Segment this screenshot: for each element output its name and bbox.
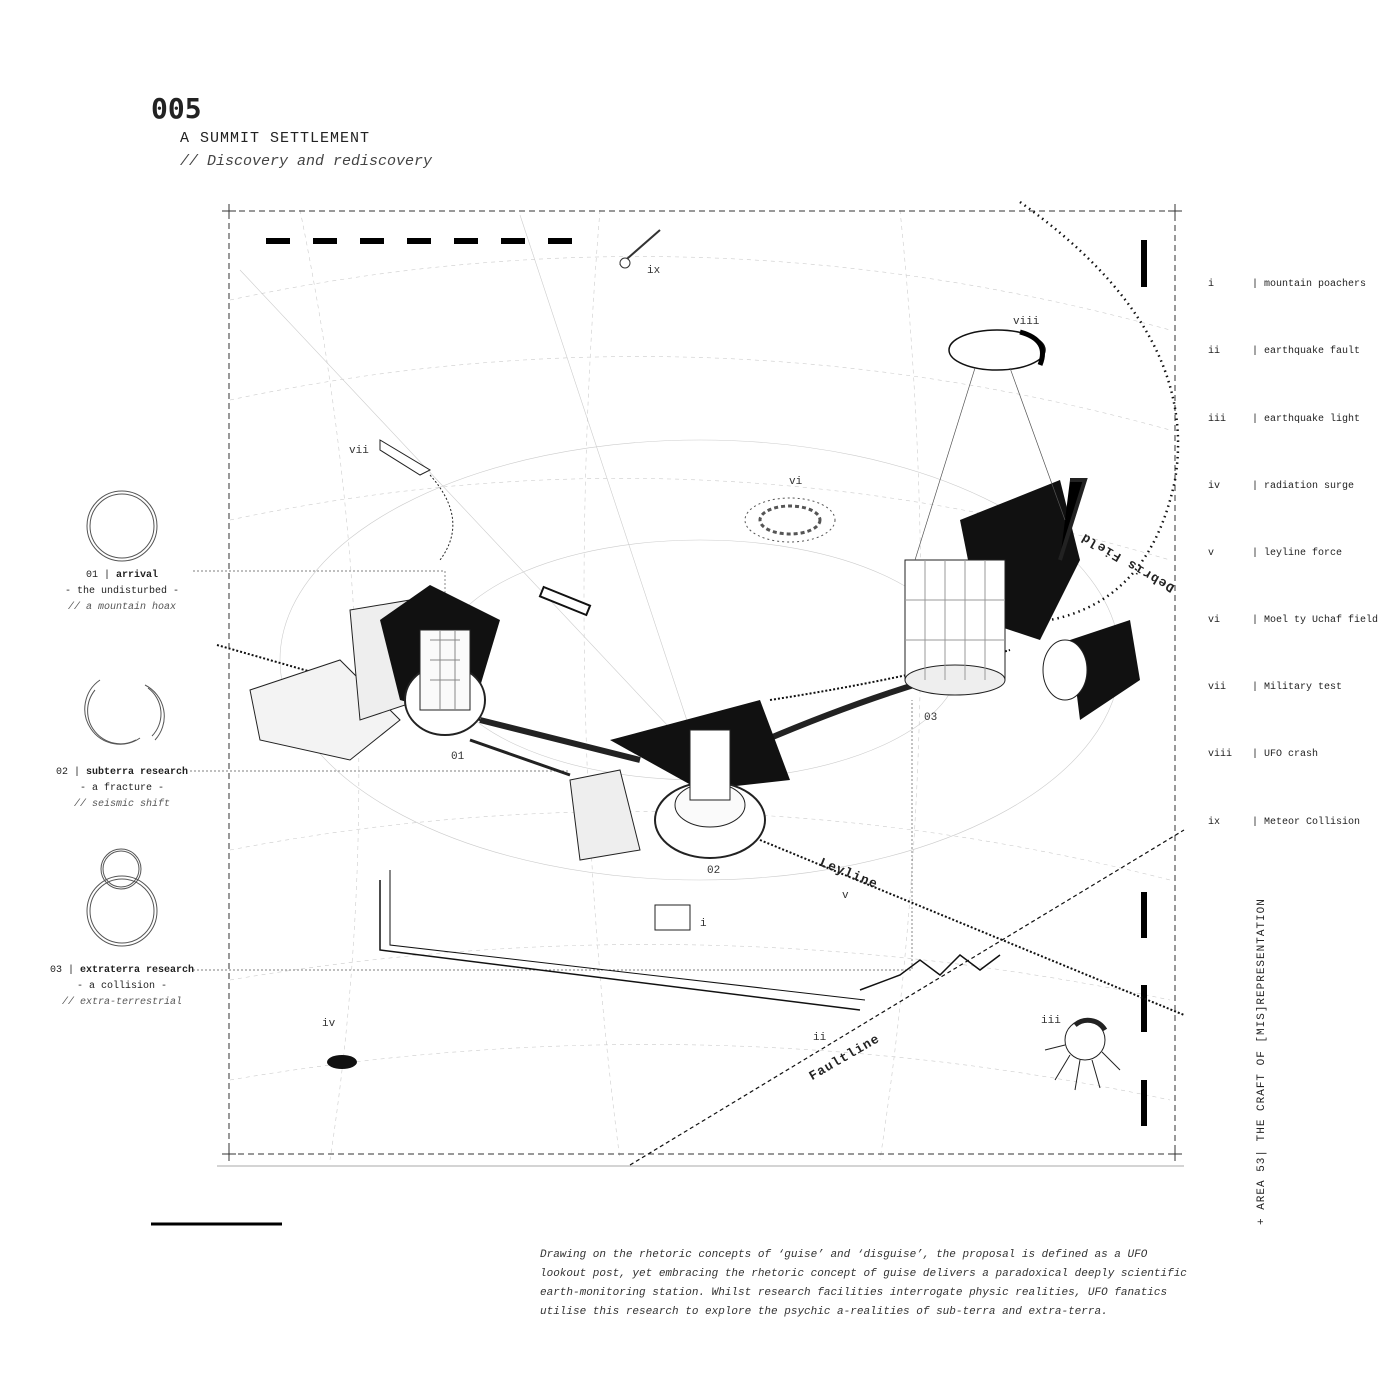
sheet-number: 005	[151, 92, 202, 125]
vii-jet-icon	[379, 439, 454, 561]
legend-roman: iv	[1208, 481, 1221, 492]
arrival-circle-icon	[86, 490, 158, 562]
legend-label: | earthquake light	[1252, 414, 1361, 425]
ley-lines	[216, 200, 1185, 1166]
marker-vii: vii	[349, 445, 369, 457]
legend-item-ii: ii | earthquake fault	[1208, 346, 1360, 357]
legend-roman: vii	[1208, 682, 1227, 693]
settlement-label-03: 03	[924, 712, 938, 724]
sheet-title: A SUMMIT SETTLEMENT	[180, 130, 371, 147]
legend-roman: i	[1208, 279, 1215, 290]
phase-line: - a fracture -	[79, 783, 164, 794]
legend-roman: ii	[1208, 346, 1221, 357]
legend-item-iii: iii | earthquake light	[1208, 414, 1360, 425]
phase-num: 01 |	[85, 570, 110, 581]
scale-bar-dashes	[266, 238, 1147, 1126]
phase-note: // seismic shift	[73, 799, 170, 810]
i-vehicle-icon	[654, 904, 691, 931]
phase-symbols	[84, 490, 165, 947]
phase-name: subterra research	[86, 767, 189, 778]
legend-label: | Moel ty Uchaf field	[1252, 615, 1379, 626]
settlement-01	[249, 585, 500, 761]
legend-roman: v	[1208, 548, 1215, 559]
legend-label: | earthquake fault	[1252, 346, 1361, 357]
phase-num: 02 |	[55, 767, 80, 778]
phase-03: 03 | extraterra research - a collision -…	[17, 963, 227, 1011]
phase-name: arrival	[116, 570, 159, 581]
legend-item-i: i | mountain poachers	[1208, 279, 1366, 290]
settlement-02	[569, 700, 790, 861]
legend-label: | Military test	[1252, 682, 1343, 693]
frame	[217, 204, 1184, 1167]
settlement-label-01: 01	[451, 751, 465, 763]
legend-item-v: v | leyline force	[1208, 548, 1342, 559]
legend-roman: vi	[1208, 615, 1221, 626]
vi-stone-circle-icon	[744, 497, 836, 543]
phase-note: // a mountain hoax	[67, 602, 177, 613]
debris-panel	[538, 585, 592, 617]
settlement-label-02: 02	[707, 865, 721, 877]
collision-circle-icon	[100, 848, 142, 890]
marker-v: v	[842, 890, 849, 902]
legend-item-vii: vii | Military test	[1208, 682, 1342, 693]
phase-line: - a collision -	[76, 981, 167, 992]
legend-item-vi: vi | Moel ty Uchaf field	[1208, 615, 1378, 626]
phase-note: // extra-terrestrial	[61, 997, 183, 1008]
phase-name: extraterra research	[80, 965, 195, 976]
legend-roman: viii	[1208, 749, 1233, 760]
legend-roman: ix	[1208, 817, 1221, 828]
legend-label: | Meteor Collision	[1252, 817, 1361, 828]
marker-vi: vi	[789, 476, 803, 488]
iv-radiation-icon	[327, 1055, 357, 1069]
phase-02: 02 | subterra research - a fracture - //…	[17, 765, 227, 813]
sheet-subtitle: // Discovery and rediscovery	[180, 153, 433, 170]
legend-item-viii: viii | UFO crash	[1208, 749, 1318, 760]
legend-roman: iii	[1208, 414, 1227, 425]
marker-ii: ii	[813, 1032, 827, 1044]
marker-viii: viii	[1013, 316, 1040, 328]
phase-01: 01 | arrival - the undisturbed - // a mo…	[17, 568, 227, 616]
marker-iii: iii	[1041, 1015, 1061, 1027]
marker-ix: ix	[647, 265, 661, 277]
marker-i: i	[700, 918, 707, 930]
legend-item-iv: iv | radiation surge	[1208, 481, 1354, 492]
ufo-icon	[914, 329, 1066, 561]
side-caption: + AREA 53| THE CRAFT OF [MIS]REPRESENTAT…	[1256, 898, 1268, 1225]
settlement-03	[904, 478, 1140, 720]
iii-light-icon	[1044, 1017, 1121, 1091]
leader-lines	[190, 570, 913, 971]
phase-line: - the undisturbed -	[64, 586, 180, 597]
legend-label: | radiation surge	[1252, 481, 1355, 492]
legend-item-ix: ix | Meteor Collision	[1208, 817, 1360, 828]
description-text: Drawing on the rhetoric concepts of ‘gui…	[540, 1249, 1187, 1318]
fracture-circle-icon	[84, 679, 165, 745]
legend-label: | UFO crash	[1252, 749, 1319, 760]
legend-label: | leyline force	[1252, 548, 1343, 559]
legend-label: | mountain poachers	[1252, 279, 1367, 290]
phase-num: 03 |	[49, 965, 74, 976]
marker-iv: iv	[322, 1018, 336, 1030]
